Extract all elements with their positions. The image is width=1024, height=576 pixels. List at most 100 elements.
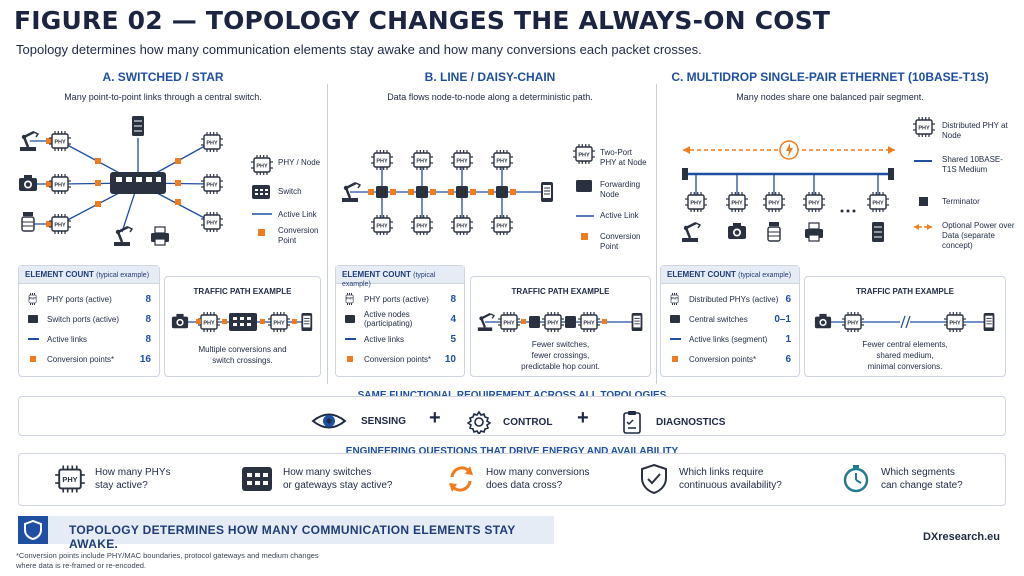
count-row: Active nodes (participating)4 bbox=[344, 310, 456, 328]
terminator bbox=[682, 168, 688, 180]
link-icon bbox=[669, 338, 681, 340]
phy-chip-icon bbox=[802, 191, 826, 213]
count-row: Conversion points*10 bbox=[344, 352, 456, 366]
function-control: CONTROL bbox=[467, 410, 552, 434]
phy-chip-icon bbox=[370, 149, 394, 171]
phy-chip-icon bbox=[48, 173, 72, 195]
shield-icon bbox=[18, 516, 48, 544]
phy-chip-icon bbox=[762, 191, 786, 213]
phy-chip-icon bbox=[450, 149, 474, 171]
cabinet-icon bbox=[871, 221, 885, 243]
traffic-desc: Fewer switches,fewer crossings,predictab… bbox=[521, 340, 600, 371]
column-b-desc: Data flows node-to-node along a determin… bbox=[387, 92, 593, 102]
phy-chip-icon bbox=[200, 211, 224, 233]
footnote: *Conversion points include PHY/MAC bound… bbox=[16, 551, 319, 570]
phy-chip-icon bbox=[684, 191, 708, 213]
phy-chip-icon: PHY bbox=[671, 292, 679, 306]
node-icon bbox=[345, 315, 355, 323]
function-sensing: SENSING bbox=[311, 410, 406, 432]
traffic-path-diagram bbox=[814, 311, 995, 333]
phy-chip-icon bbox=[48, 130, 72, 152]
robot-arm-icon bbox=[112, 225, 134, 248]
switch-icon bbox=[242, 467, 272, 491]
refresh-icon bbox=[449, 466, 473, 492]
tablet-icon bbox=[540, 181, 554, 203]
phy-chip-icon bbox=[490, 214, 514, 236]
traffic-path-multidrop: TRAFFIC PATH EXAMPLE Fewer central eleme… bbox=[804, 276, 1006, 377]
traffic-path-diagram bbox=[171, 311, 313, 333]
column-c-desc: Many nodes share one balanced pair segme… bbox=[736, 92, 924, 102]
functional-band: SENSING + CONTROL + DIAGNOSTICS bbox=[18, 396, 1006, 436]
phy-chip-icon bbox=[250, 154, 274, 176]
link-icon bbox=[344, 338, 356, 340]
forwarding-nodes bbox=[376, 186, 508, 198]
count-row: Conversion points*6 bbox=[669, 352, 791, 366]
valve-icon bbox=[21, 211, 35, 232]
printer-icon bbox=[804, 222, 824, 242]
traffic-path-star: TRAFFIC PATH EXAMPLE Multiple conversion… bbox=[164, 276, 321, 377]
shield-check-icon bbox=[641, 463, 667, 495]
phy-chip-icon bbox=[410, 214, 434, 236]
phy-chip-icon bbox=[572, 143, 596, 165]
phy-chip-icon: PHY bbox=[29, 292, 37, 306]
phy-chip-icon bbox=[490, 149, 514, 171]
topology-diagrams: PHY bbox=[18, 115, 936, 248]
phy-chip-icon bbox=[450, 214, 474, 236]
page-subtitle: Topology determines how many communicati… bbox=[16, 42, 702, 57]
questions-title: ENGINEERING QUESTIONS THAT DRIVE ENERGY … bbox=[345, 446, 679, 457]
column-b-title: B. LINE / DAISY-CHAIN bbox=[424, 70, 556, 84]
function-diagnostics: DIAGNOSTICS bbox=[622, 410, 725, 434]
phy-chip-icon bbox=[55, 464, 85, 494]
traffic-path-line: TRAFFIC PATH EXAMPLE Fewer switches,fewe… bbox=[470, 276, 651, 377]
phy-chip-icon bbox=[410, 149, 434, 171]
phy-chip-icon: PHY bbox=[346, 292, 354, 306]
column-a-desc: Many point-to-point links through a cent… bbox=[64, 92, 262, 102]
eye-icon bbox=[311, 413, 347, 429]
conversion-icon bbox=[672, 356, 678, 362]
phy-chip-icon bbox=[370, 214, 394, 236]
plus-sign: + bbox=[429, 407, 441, 429]
phy-chip-icon bbox=[200, 131, 224, 153]
terminator bbox=[888, 168, 894, 180]
camera-icon bbox=[728, 223, 746, 239]
switch-icon bbox=[28, 315, 38, 323]
link-icon bbox=[27, 338, 39, 340]
line-conversion-points bbox=[368, 189, 516, 195]
switch-icon bbox=[252, 185, 270, 199]
traffic-path-diagram bbox=[476, 311, 643, 333]
plus-sign: + bbox=[577, 407, 589, 429]
valve-icon bbox=[767, 221, 781, 242]
column-divider bbox=[656, 84, 657, 384]
switch-icon bbox=[670, 315, 680, 323]
brand-label: DXresearch.eu bbox=[922, 531, 1000, 543]
phy-chip-icon bbox=[725, 191, 749, 213]
column-divider bbox=[327, 84, 328, 384]
central-switch bbox=[110, 172, 166, 194]
conversion-icon bbox=[30, 356, 36, 362]
phy-chip-icon bbox=[200, 173, 224, 195]
traffic-desc: Fewer central elements,shared medium,min… bbox=[862, 340, 948, 371]
clipboard-icon bbox=[623, 411, 641, 434]
camera-icon bbox=[19, 175, 37, 191]
star-conversion-points bbox=[46, 138, 181, 227]
robot-arm-icon bbox=[680, 221, 702, 244]
count-row: Conversion points*16 bbox=[27, 352, 151, 366]
phy-chip-icon bbox=[866, 191, 890, 213]
page-title: FIGURE 02 — TOPOLOGY CHANGES THE ALWAYS-… bbox=[14, 6, 831, 35]
conversion-icon bbox=[347, 356, 353, 362]
